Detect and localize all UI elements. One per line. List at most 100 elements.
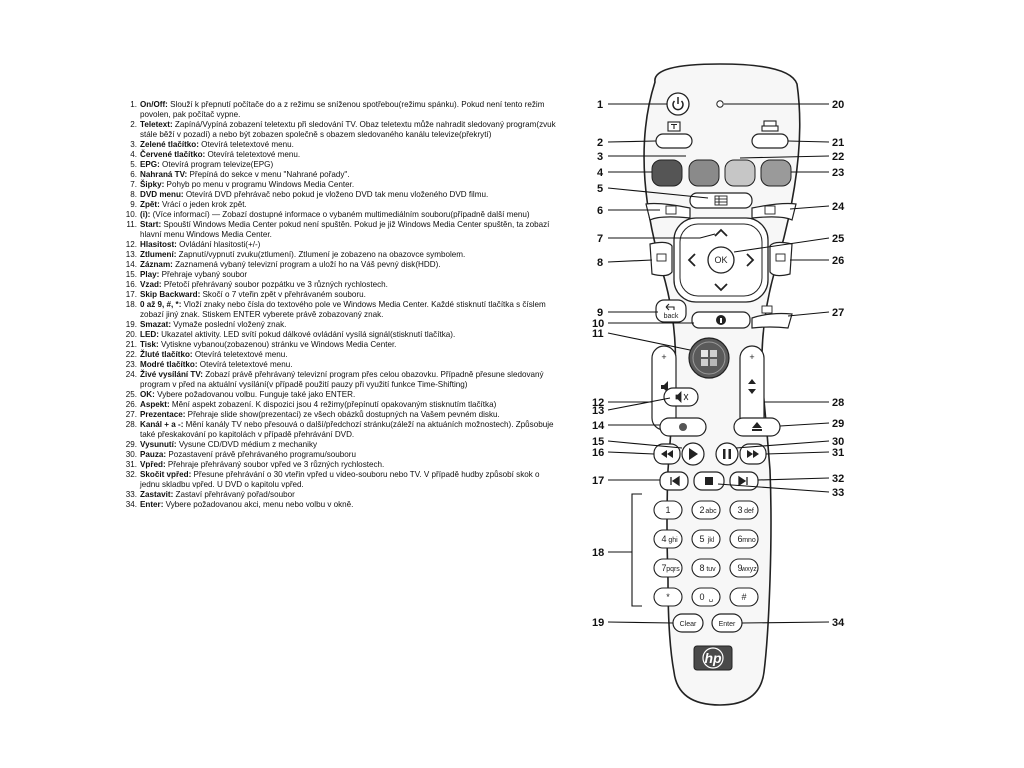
guide-icon <box>714 195 728 206</box>
legend-term: Tisk: <box>140 340 159 349</box>
legend-description: Zapíná/Vypíná zobazení teletextu při sle… <box>140 120 556 139</box>
callout-21: 21 <box>832 137 844 149</box>
keypad-digit: 7 <box>661 563 666 573</box>
callout-numbers: 1 2 3 4 5 6 7 8 9 10 11 12 13 14 15 16 1… <box>592 99 845 629</box>
legend-number: 16. <box>125 280 137 289</box>
legend-description: Přesune přehrávání o 30 vteřin vpřed u v… <box>140 470 540 489</box>
blue-button[interactable] <box>760 159 792 187</box>
legend-term: Zelené tlačítko: <box>140 140 199 149</box>
teletext-button[interactable] <box>655 133 693 149</box>
guide-button[interactable] <box>689 192 753 209</box>
callout-24: 24 <box>832 201 845 213</box>
legend-description: Vybere požadovanou akci, menu nebo volbu… <box>163 500 354 509</box>
keypad-key[interactable] <box>691 587 721 607</box>
keypad-key[interactable] <box>729 500 759 520</box>
legend-term: Kanál + a -: <box>140 420 184 429</box>
keypad-key[interactable] <box>691 558 721 578</box>
callout-10: 10 <box>592 318 604 330</box>
callout-8: 8 <box>597 257 603 269</box>
print-icon <box>761 120 779 132</box>
legend-term: LED: <box>140 330 159 339</box>
legend-term: Play: <box>140 270 160 279</box>
callout-31: 31 <box>832 447 844 459</box>
legend-description: Slouží k přepnutí počítače do a z režimu… <box>140 100 545 119</box>
callout-26: 26 <box>832 255 844 267</box>
pause-icon <box>723 449 731 459</box>
callout-34: 34 <box>832 617 845 629</box>
legend-item: 13.Ztlumení: Zapnutí/vypnutí zvuku(ztlum… <box>116 250 561 260</box>
legend-description: Vysune CD/DVD médium z mechaniky <box>176 440 318 449</box>
yellow-button[interactable] <box>724 159 756 187</box>
legend-description: Pohyb po menu v programu Windows Media C… <box>164 180 355 189</box>
legend-description: Otevírá teletextové menu. <box>197 360 293 369</box>
legend-description: Přepíná do sekce v menu "Nahrané pořady"… <box>187 170 350 179</box>
slideshow-button[interactable] <box>751 312 793 329</box>
keypad-key[interactable] <box>729 529 759 549</box>
legend-number: 20. <box>125 330 137 339</box>
keypad-letters: wxyz <box>740 566 757 573</box>
legend-number: 25. <box>125 390 137 399</box>
legend-term: OK: <box>140 390 155 399</box>
callout-1: 1 <box>597 99 603 111</box>
arrow-right-icon[interactable] <box>746 253 755 267</box>
legend-item: 12.Hlasitost: Ovládání hlasitosti(+/-) <box>116 240 561 250</box>
legend-number: 30. <box>125 450 137 459</box>
legend-term: Teletext: <box>140 120 173 129</box>
legend-number: 29. <box>125 440 137 449</box>
start-button[interactable] <box>688 337 730 379</box>
keypad-key[interactable] <box>653 558 683 578</box>
print-button[interactable] <box>751 133 789 149</box>
legend-term: Enter: <box>140 500 164 509</box>
legend-number: 5. <box>130 160 137 169</box>
led-indicator <box>716 100 724 108</box>
legend-item: 26.Aspekt: Mění aspekt zobazení. K dispo… <box>116 400 561 410</box>
legend-term: Zastavit: <box>140 490 174 499</box>
keypad-letters: mno <box>742 537 756 544</box>
callout-16: 16 <box>592 447 604 459</box>
legend-item: 3.Zelené tlačítko: Otevírá teletextové m… <box>116 140 561 150</box>
legend-description: Mění kanály TV nebo přesouvá o další/pře… <box>140 420 554 439</box>
enter-label: Enter <box>719 621 736 628</box>
arrow-up-icon[interactable] <box>714 228 728 237</box>
legend-item: 34.Enter: Vybere požadovanou akci, menu … <box>116 500 561 510</box>
legend-description: Vytiskne vybanou(zobazenou) stránku ve W… <box>158 340 397 349</box>
keypad-key[interactable] <box>729 587 759 607</box>
pause-button[interactable] <box>715 442 739 466</box>
callout-17: 17 <box>592 475 604 487</box>
back-arrow-icon <box>665 303 675 311</box>
keypad-key[interactable] <box>653 500 683 520</box>
green-button[interactable] <box>688 159 720 187</box>
keypad-digit: 2 <box>699 505 704 515</box>
callout-25: 25 <box>832 233 844 245</box>
legend-term: Živé vysílání TV: <box>140 370 203 379</box>
button-legend-list: 1.On/Off: Slouží k přepnutí počítače do … <box>116 100 561 510</box>
legend-number: 4. <box>130 150 137 159</box>
legend-term: Smazat: <box>140 320 172 329</box>
legend-item: 32.Skočit vpřed: Přesune přehrávání o 30… <box>116 470 561 490</box>
keypad-key[interactable] <box>729 558 759 578</box>
callout-32: 32 <box>832 473 844 485</box>
red-button[interactable] <box>651 159 683 187</box>
legend-number: 1. <box>130 100 137 109</box>
legend-term: Vysunutí: <box>140 440 177 449</box>
legend-item: 16.Vzad: Přetočí přehrávaný soubor pozpá… <box>116 280 561 290</box>
legend-number: 34. <box>125 500 137 509</box>
legend-number: 22. <box>125 350 137 359</box>
back-button[interactable] <box>655 299 687 323</box>
ok-button[interactable] <box>707 246 735 274</box>
legend-number: 15. <box>125 270 137 279</box>
legend-description: Otevírá program televize(EPG) <box>159 160 274 169</box>
legend-description: (Více informací) — Zobazí dostupné infor… <box>150 210 530 219</box>
arrow-left-icon[interactable] <box>687 253 696 267</box>
arrow-down-icon[interactable] <box>714 283 728 292</box>
legend-term: Prezentace: <box>140 410 186 419</box>
legend-item: 7.Šipky: Pohyb po menu v programu Window… <box>116 180 561 190</box>
legend-term: Pauza: <box>140 450 167 459</box>
keypad-key[interactable] <box>691 529 721 549</box>
legend-term: 0 až 9, #, *: <box>140 300 182 309</box>
keypad-key[interactable] <box>653 587 683 607</box>
keypad-key[interactable] <box>691 500 721 520</box>
keypad-key[interactable] <box>653 529 683 549</box>
legend-item: 5.EPG: Otevírá program televize(EPG) <box>116 160 561 170</box>
